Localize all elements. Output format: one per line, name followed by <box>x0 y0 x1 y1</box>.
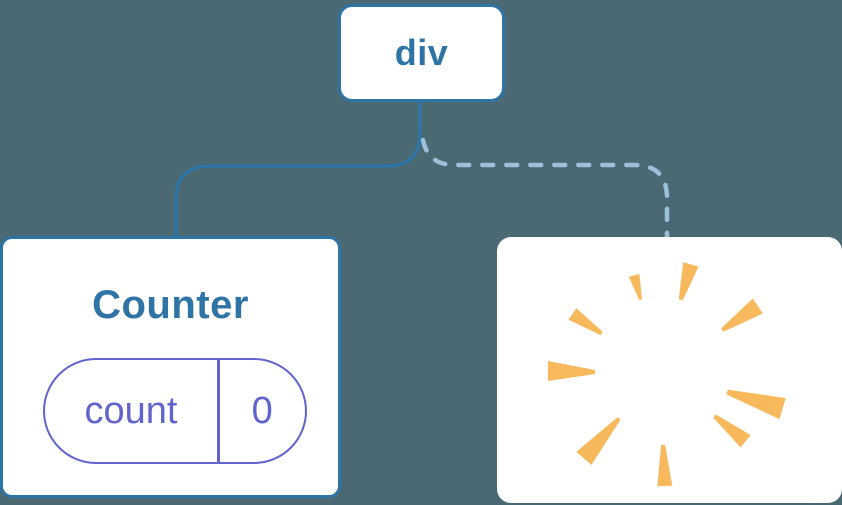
poof-ray <box>548 361 595 381</box>
state-badge-divider <box>217 360 220 462</box>
poof-ray <box>657 444 673 487</box>
state-badge: count 0 <box>43 358 307 464</box>
node-div-label: div <box>394 32 449 73</box>
state-value: 0 <box>251 389 273 432</box>
poof-ray <box>726 389 786 420</box>
counter-title: Counter <box>92 283 249 327</box>
poof-ray <box>678 262 699 301</box>
poof-icon <box>548 262 786 487</box>
node-counter: Counter count 0 <box>0 236 341 498</box>
dashed-connector-line <box>420 137 670 241</box>
poof-ray <box>568 308 603 336</box>
solid-connector-line <box>174 100 422 238</box>
state-name: count <box>84 389 178 432</box>
poof-ray <box>628 274 642 300</box>
node-div: div <box>338 4 505 102</box>
node-destroyed <box>497 237 842 503</box>
poof-ray <box>721 298 763 332</box>
poof-ray <box>713 414 751 448</box>
poof-ray <box>576 417 621 465</box>
